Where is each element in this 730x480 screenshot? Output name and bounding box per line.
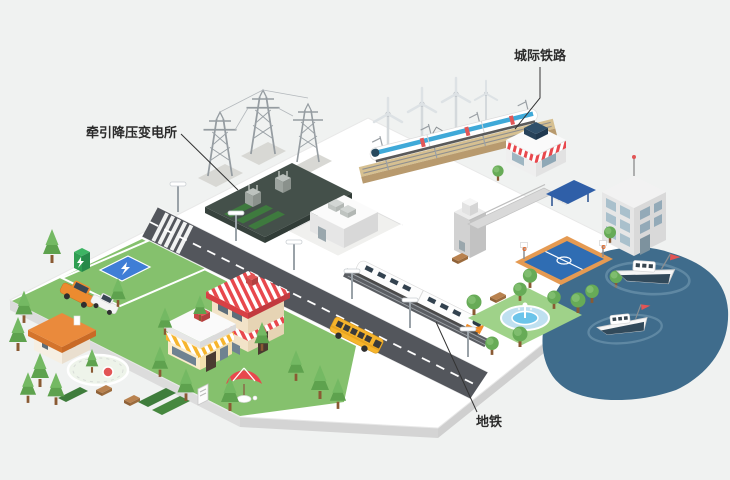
intercity-train	[369, 108, 538, 163]
train-windshield	[371, 148, 380, 157]
basketball-court	[515, 236, 613, 285]
pantograph	[432, 126, 443, 134]
fountain	[500, 302, 550, 331]
transformer	[245, 185, 261, 207]
facility-door	[318, 226, 326, 242]
hedge	[58, 387, 190, 415]
store-awning	[166, 332, 202, 358]
annotation-substation: 牵引降压变电所	[86, 125, 239, 191]
merry-go-round	[102, 366, 114, 378]
railway-station	[506, 122, 566, 177]
lightning-icon	[121, 262, 130, 275]
annotation-metro: 地铁	[435, 321, 502, 430]
crosswalk	[151, 212, 194, 255]
convenience-store	[164, 306, 236, 372]
intercity-railway-label: 城际铁路	[514, 48, 567, 64]
main-road	[141, 206, 489, 400]
rooftop-unit	[340, 205, 356, 218]
substation-leader-line	[180, 133, 239, 191]
annotation-intercity-railway: 城际铁路	[514, 48, 567, 130]
lightning-icon	[77, 257, 84, 268]
table	[236, 395, 252, 403]
cafe-awning-roof	[206, 271, 290, 313]
white-car	[90, 293, 119, 315]
ev-charging-station	[74, 248, 90, 272]
orange-car	[59, 280, 96, 308]
roof-sign	[246, 274, 258, 286]
metro-windows	[364, 265, 462, 317]
building-door	[640, 234, 650, 255]
transformer	[275, 171, 291, 193]
chimney	[73, 315, 81, 326]
building-windows	[640, 200, 662, 234]
store-awning	[198, 332, 234, 358]
intercity-railway-leader-line	[514, 67, 541, 130]
playground	[66, 348, 130, 387]
cottage-house	[28, 313, 96, 364]
bus-windows	[335, 320, 382, 349]
school-bus	[329, 316, 384, 354]
menu-board-sign	[197, 383, 209, 406]
facility-building	[287, 195, 403, 259]
solar-charging-pad	[98, 255, 152, 282]
subway-entrance-canopy	[546, 180, 596, 206]
metro-track	[343, 268, 489, 348]
apartment-building	[602, 155, 666, 256]
power-lines	[219, 89, 309, 131]
store-door	[206, 351, 216, 372]
metro-label: 地铁	[476, 414, 502, 430]
basketball-hoop	[520, 242, 528, 259]
metro-leader-line	[435, 321, 478, 413]
basketball-hoop	[599, 240, 607, 257]
substation-label: 牵引降压变电所	[86, 125, 177, 141]
metro-train	[355, 260, 485, 336]
road-center-line	[149, 221, 479, 387]
rooftop-unit	[328, 199, 344, 212]
